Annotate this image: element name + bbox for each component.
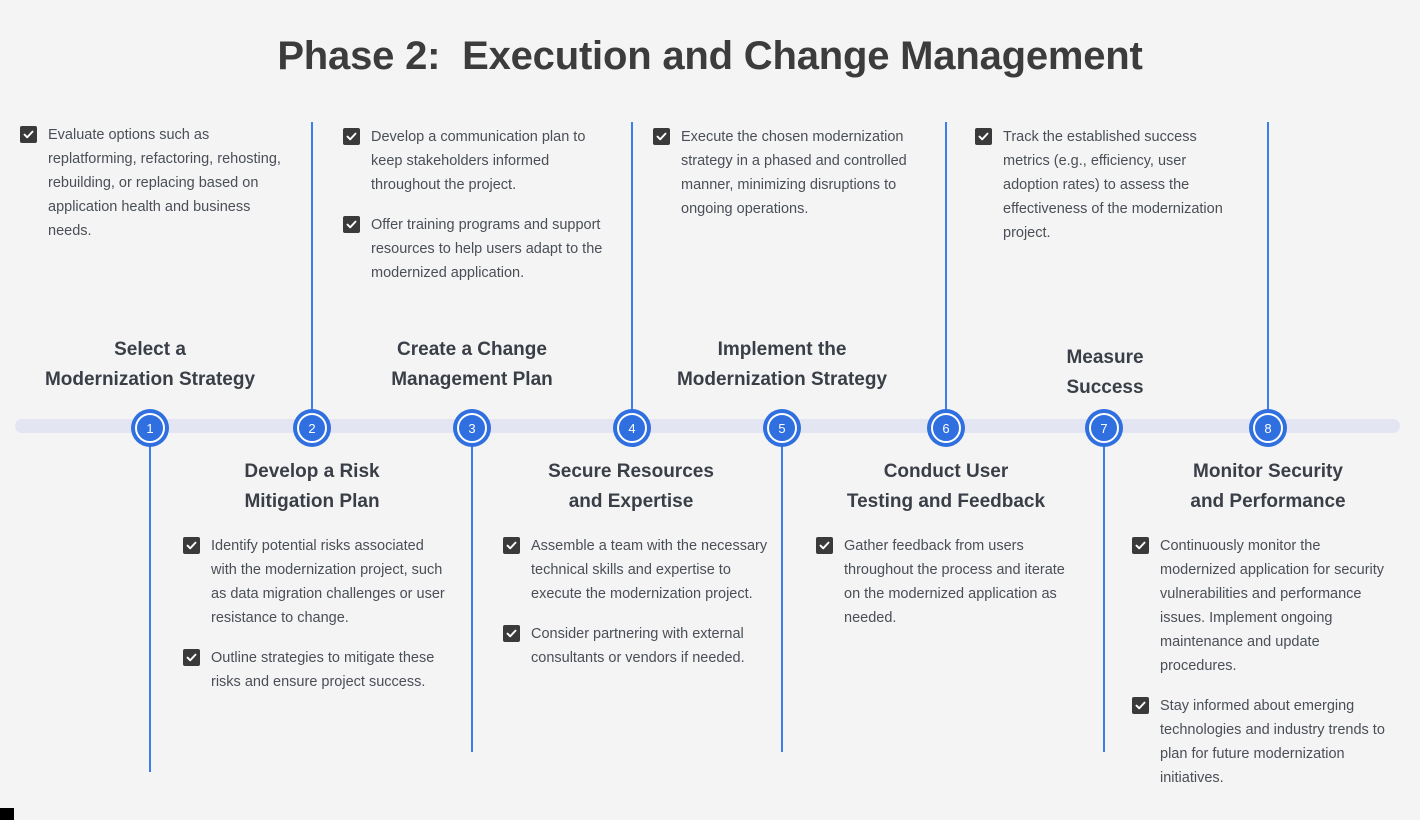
bullet-text: Identify potential risks associated with… [211,538,445,626]
checkbox-checked-icon[interactable] [503,625,520,642]
bullet-block-step-8: Continuously monitor the modernized appl… [1132,534,1396,790]
bullet-item: Outline strategies to mitigate these ris… [183,646,453,694]
bullet-text: Consider partnering with external consul… [531,626,745,666]
connector-line-step-7 [1103,440,1105,752]
bullet-block-step-3: Develop a communication plan to keep sta… [343,125,619,285]
step-title-7: Measure Success [1066,347,1144,398]
marker-ring-icon [617,413,647,443]
checkbox-checked-icon[interactable] [1132,537,1149,554]
bullet-text: Outline strategies to mitigate these ris… [211,650,435,690]
timeline-bar [15,419,1400,433]
marker-number: 6 [942,420,950,436]
bullet-block-step-6: Gather feedback from users throughout th… [816,534,1066,630]
bullet-item: Offer training programs and support reso… [343,213,619,285]
checkbox-checked-icon[interactable] [816,537,833,554]
bullet-text: Execute the chosen modernization strateg… [681,129,907,217]
checkbox-checked-icon[interactable] [20,126,37,143]
connector-line-step-6 [945,122,947,414]
bullet-text: Track the established success metrics (e… [1003,129,1223,241]
bullet-text: Stay informed about emerging technologie… [1160,698,1385,786]
marker-number: 4 [628,420,636,436]
marker-ring-icon [767,413,797,443]
checkbox-checked-icon[interactable] [183,649,200,666]
timeline-marker-1[interactable]: 1 [131,409,169,447]
marker-number: 7 [1100,420,1108,436]
checkbox-checked-icon[interactable] [975,128,992,145]
timeline-marker-2[interactable]: 2 [293,409,331,447]
connector-line-step-2 [311,122,313,414]
marker-number: 8 [1264,420,1272,436]
marker-ring-icon [1253,413,1283,443]
bullet-item: Identify potential risks associated with… [183,534,453,630]
checkbox-checked-icon[interactable] [183,537,200,554]
connector-line-step-3 [471,440,473,752]
bullet-item: Stay informed about emerging technologie… [1132,694,1396,790]
bullet-text: Gather feedback from users throughout th… [844,538,1065,626]
marker-ring-icon [297,413,327,443]
step-title-3: Create a Change Management Plan [391,339,553,390]
timeline-marker-8[interactable]: 8 [1249,409,1287,447]
connector-line-step-5 [781,440,783,752]
checkbox-checked-icon[interactable] [343,216,360,233]
marker-ring-icon [1089,413,1119,443]
bullet-text: Assemble a team with the necessary techn… [531,538,768,602]
connector-line-step-1 [149,440,151,772]
marker-number: 2 [308,420,316,436]
bullet-block-step-1: Evaluate options such as replatforming, … [20,123,292,243]
timeline-marker-4[interactable]: 4 [613,409,651,447]
corner-artifact [0,808,14,820]
bullet-text: Develop a communication plan to keep sta… [371,129,586,193]
checkbox-checked-icon[interactable] [1132,697,1149,714]
checkbox-checked-icon[interactable] [343,128,360,145]
bullet-block-step-7: Track the established success metrics (e… [975,125,1227,245]
step-title-4: Secure Resources and Expertise [548,461,714,512]
bullet-block-step-5: Execute the chosen modernization strateg… [653,125,923,221]
step-title-1: Select a Modernization Strategy [44,339,256,390]
bullet-item: Develop a communication plan to keep sta… [343,125,619,197]
checkbox-checked-icon[interactable] [503,537,520,554]
step-title-6: Conduct User Testing and Feedback [846,461,1046,512]
checkbox-checked-icon[interactable] [653,128,670,145]
bullet-text: Continuously monitor the modernized appl… [1160,538,1385,674]
marker-ring-icon [931,413,961,443]
bullet-item: Execute the chosen modernization strateg… [653,125,923,221]
timeline-marker-5[interactable]: 5 [763,409,801,447]
bullet-item: Continuously monitor the modernized appl… [1132,534,1396,678]
step-title-2: Develop a Risk Mitigation Plan [244,461,380,512]
bullet-item: Assemble a team with the necessary techn… [503,534,775,606]
connector-line-step-4 [631,122,633,414]
marker-number: 1 [146,420,154,436]
timeline-marker-3[interactable]: 3 [453,409,491,447]
connector-line-step-8 [1267,122,1269,414]
page-title: Phase 2: Execution and Change Management [277,34,1143,78]
bullet-item: Evaluate options such as replatforming, … [20,123,292,243]
bullet-item: Gather feedback from users throughout th… [816,534,1066,630]
bullet-block-step-2: Identify potential risks associated with… [183,534,453,694]
step-title-5: Implement the Modernization Strategy [676,339,888,390]
marker-number: 5 [778,420,786,436]
timeline-marker-7[interactable]: 7 [1085,409,1123,447]
timeline-marker-6[interactable]: 6 [927,409,965,447]
bullet-item: Consider partnering with external consul… [503,622,775,670]
marker-ring-icon [457,413,487,443]
marker-number: 3 [468,420,476,436]
marker-ring-icon [135,413,165,443]
bullet-text: Evaluate options such as replatforming, … [48,127,281,239]
step-title-8: Monitor Security and Performance [1190,461,1346,512]
bullet-block-step-4: Assemble a team with the necessary techn… [503,534,775,670]
bullet-text: Offer training programs and support reso… [371,217,603,281]
bullet-item: Track the established success metrics (e… [975,125,1227,245]
